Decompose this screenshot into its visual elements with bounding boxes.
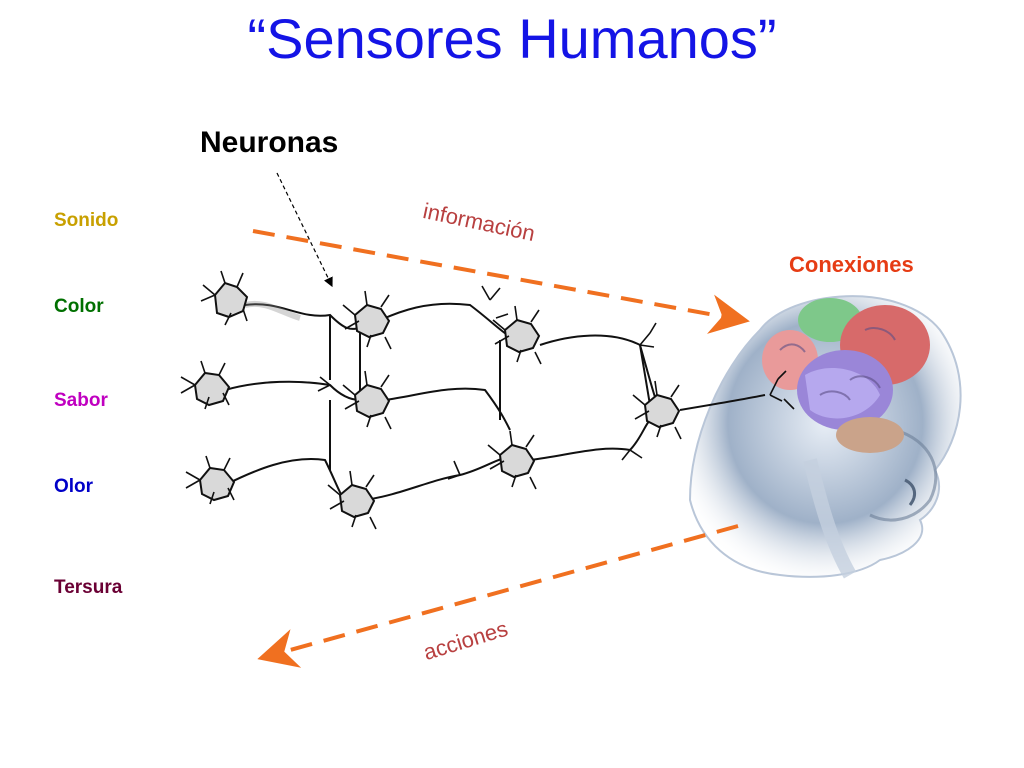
sense-touch: Tersura xyxy=(54,577,123,598)
sense-color: Color xyxy=(54,296,104,317)
dendrites xyxy=(180,270,795,530)
neuron-cell xyxy=(213,281,249,319)
connections-label: Conexiones xyxy=(789,252,914,277)
neuron-cell xyxy=(338,483,376,519)
neuron-cell xyxy=(503,318,541,354)
slide-title: “Sensores Humanos” xyxy=(247,7,777,70)
neuron-cell xyxy=(498,443,536,479)
actions-arrow xyxy=(257,524,739,668)
neuron-cell xyxy=(198,466,236,502)
neuron-cell xyxy=(353,383,391,419)
information-arrow xyxy=(252,229,750,334)
neuron-cell xyxy=(193,371,231,407)
neurons-pointer xyxy=(276,172,333,288)
neuron-cell xyxy=(643,393,681,429)
neuron-cells xyxy=(193,281,681,519)
sense-taste: Sabor xyxy=(54,390,108,411)
neuron-cell xyxy=(353,303,391,339)
axon-connections xyxy=(224,300,766,501)
neurons-label: Neuronas xyxy=(200,126,339,159)
sense-smell: Olor xyxy=(54,476,94,497)
sense-sound: Sonido xyxy=(54,210,119,231)
head-brain-illustration xyxy=(688,295,962,579)
